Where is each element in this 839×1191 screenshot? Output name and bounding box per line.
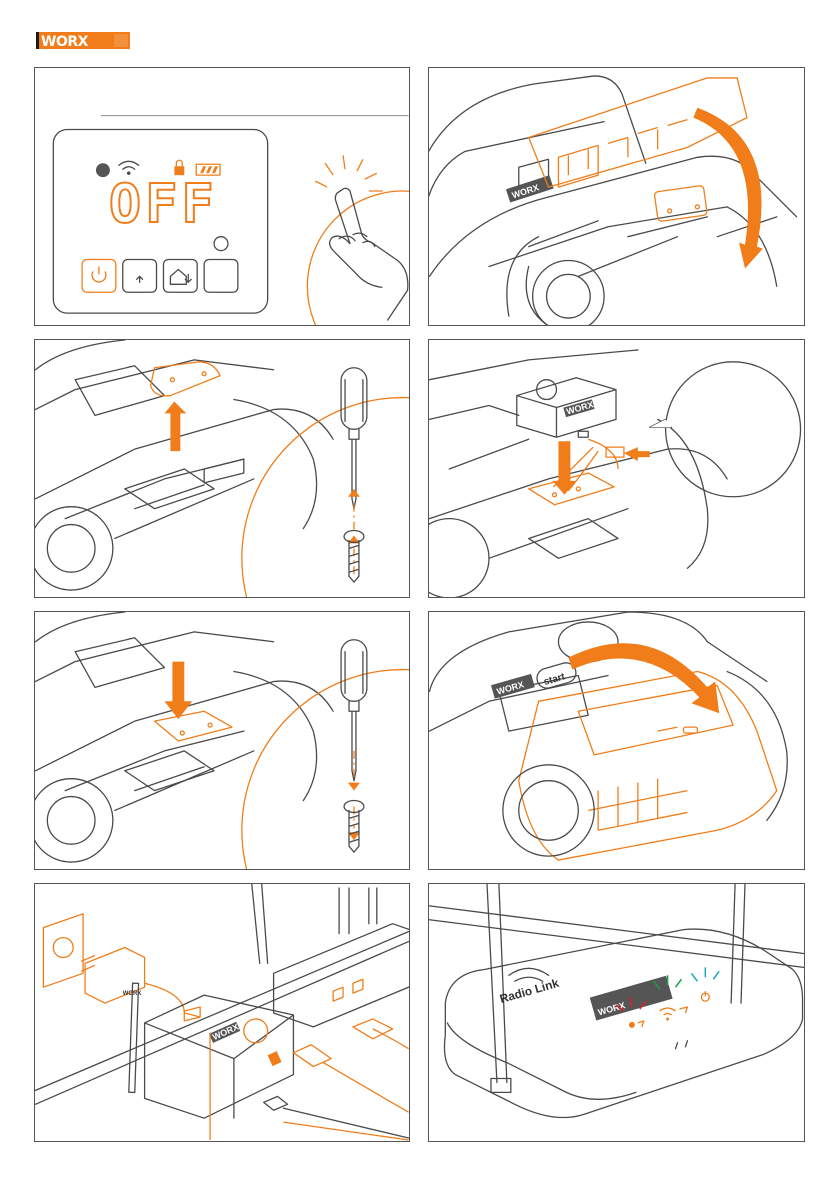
step-panel-lift-cover: WORX: [428, 67, 805, 326]
ok-button: [204, 260, 238, 293]
module-brand: WORX: [565, 399, 594, 416]
module-box: WORX: [517, 378, 616, 438]
router-body: [444, 929, 802, 1117]
antenna-brand: Radio Link: [498, 976, 561, 1006]
home-button: [163, 260, 197, 293]
clock-icon: [96, 163, 110, 177]
logo-text: WORX: [41, 34, 89, 49]
step-panel-remove-plate: [34, 339, 410, 598]
step-panel-router-connect: WORX WORX: [34, 883, 410, 1142]
router-brand: WORX: [211, 1022, 240, 1042]
router-leds-illustration: Radio Link WORX: [429, 884, 804, 1141]
step-panel-fasten-plate: [34, 611, 410, 870]
ethernet-cable: [353, 1019, 409, 1049]
mower-closed-illustration: WORX start: [429, 612, 804, 869]
ethernet-cable-2: [293, 1045, 408, 1112]
step-panel-display-off: OFF: [34, 67, 410, 326]
step-panel-install-module: WORX: [428, 339, 805, 598]
down-arrow-icon: [164, 662, 192, 720]
screwdriver-icon: [341, 640, 367, 781]
router-connect-illustration: WORX WORX: [35, 884, 409, 1141]
mower-open-illustration: WORX: [429, 68, 804, 325]
screwdriver-icon: [341, 368, 367, 509]
step-panel-close-cover: WORX start: [428, 611, 805, 870]
cover-plate: [151, 362, 220, 396]
power-button: [82, 260, 116, 293]
finger-icon: [315, 155, 408, 320]
display-illustration: OFF: [35, 68, 409, 325]
up-arrow-icon: [164, 402, 186, 452]
zoom-circle: [666, 362, 801, 497]
ethernet-port: [333, 979, 363, 1001]
install-module-illustration: WORX: [429, 340, 804, 597]
mounting-plate: [529, 473, 614, 505]
fasten-plate-illustration: [35, 612, 409, 869]
wall-socket: [43, 914, 83, 987]
wifi-icon: [119, 161, 139, 169]
power-cable: [145, 983, 201, 1017]
remove-plate-illustration: [35, 340, 409, 597]
worx-logo: WORX: [36, 32, 130, 49]
lcd-text: OFF: [109, 172, 218, 235]
cyan-led-icon: [691, 967, 719, 1001]
close-arrow-icon: [568, 643, 719, 713]
step-panel-router-leds: Radio Link WORX: [428, 883, 805, 1142]
